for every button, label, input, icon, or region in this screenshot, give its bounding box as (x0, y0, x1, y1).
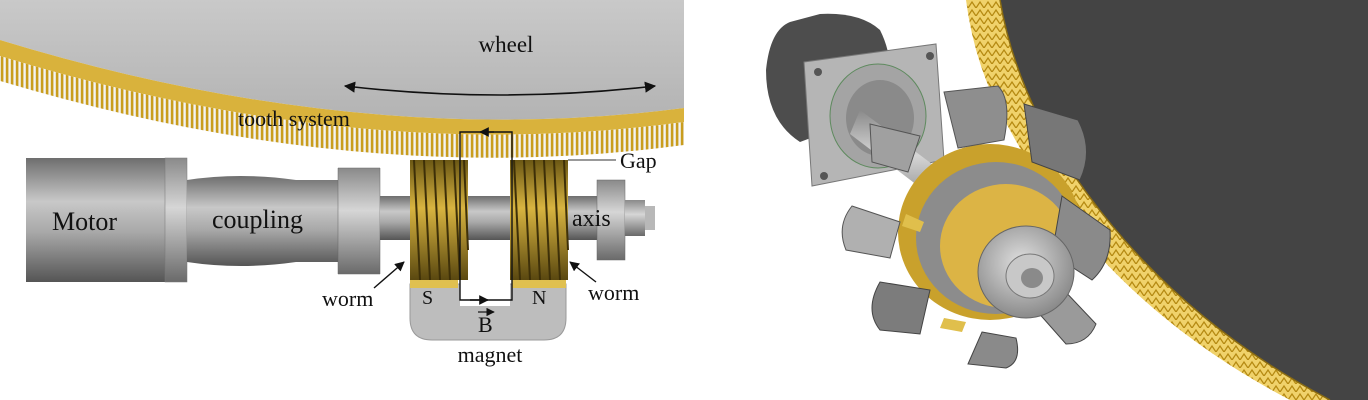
label-gap: Gap (620, 148, 657, 173)
motor (26, 158, 178, 282)
tooth-rim-3d (966, 0, 1330, 400)
tooth-system (0, 56, 684, 159)
wheel-rotation-arrow (343, 81, 657, 96)
label-axis: axis (572, 206, 611, 232)
pole-n (512, 280, 566, 288)
label-coupling: coupling (212, 205, 303, 234)
pole-s (410, 280, 458, 288)
label-worm-right: worm (588, 280, 639, 305)
label-pole-n: N (532, 287, 546, 309)
label-field-b: B (478, 312, 493, 337)
left-panel: wheel tooth system Gap Motor coupling ax… (0, 0, 685, 367)
label-magnet: magnet (458, 342, 523, 367)
worm-assembly-3d (841, 85, 1111, 369)
label-pole-s: S (422, 287, 433, 309)
label-worm-left: worm (322, 286, 373, 311)
label-motor: Motor (52, 207, 117, 236)
right-panel (766, 0, 1368, 400)
coupling (187, 176, 338, 266)
worm-right (510, 159, 569, 281)
label-tooth-system: tooth system (238, 106, 350, 131)
flux-path (459, 131, 513, 301)
wheel-3d (1000, 0, 1368, 400)
wheel-rim (0, 40, 684, 135)
worm-left (410, 159, 469, 281)
label-wheel: wheel (479, 32, 534, 57)
